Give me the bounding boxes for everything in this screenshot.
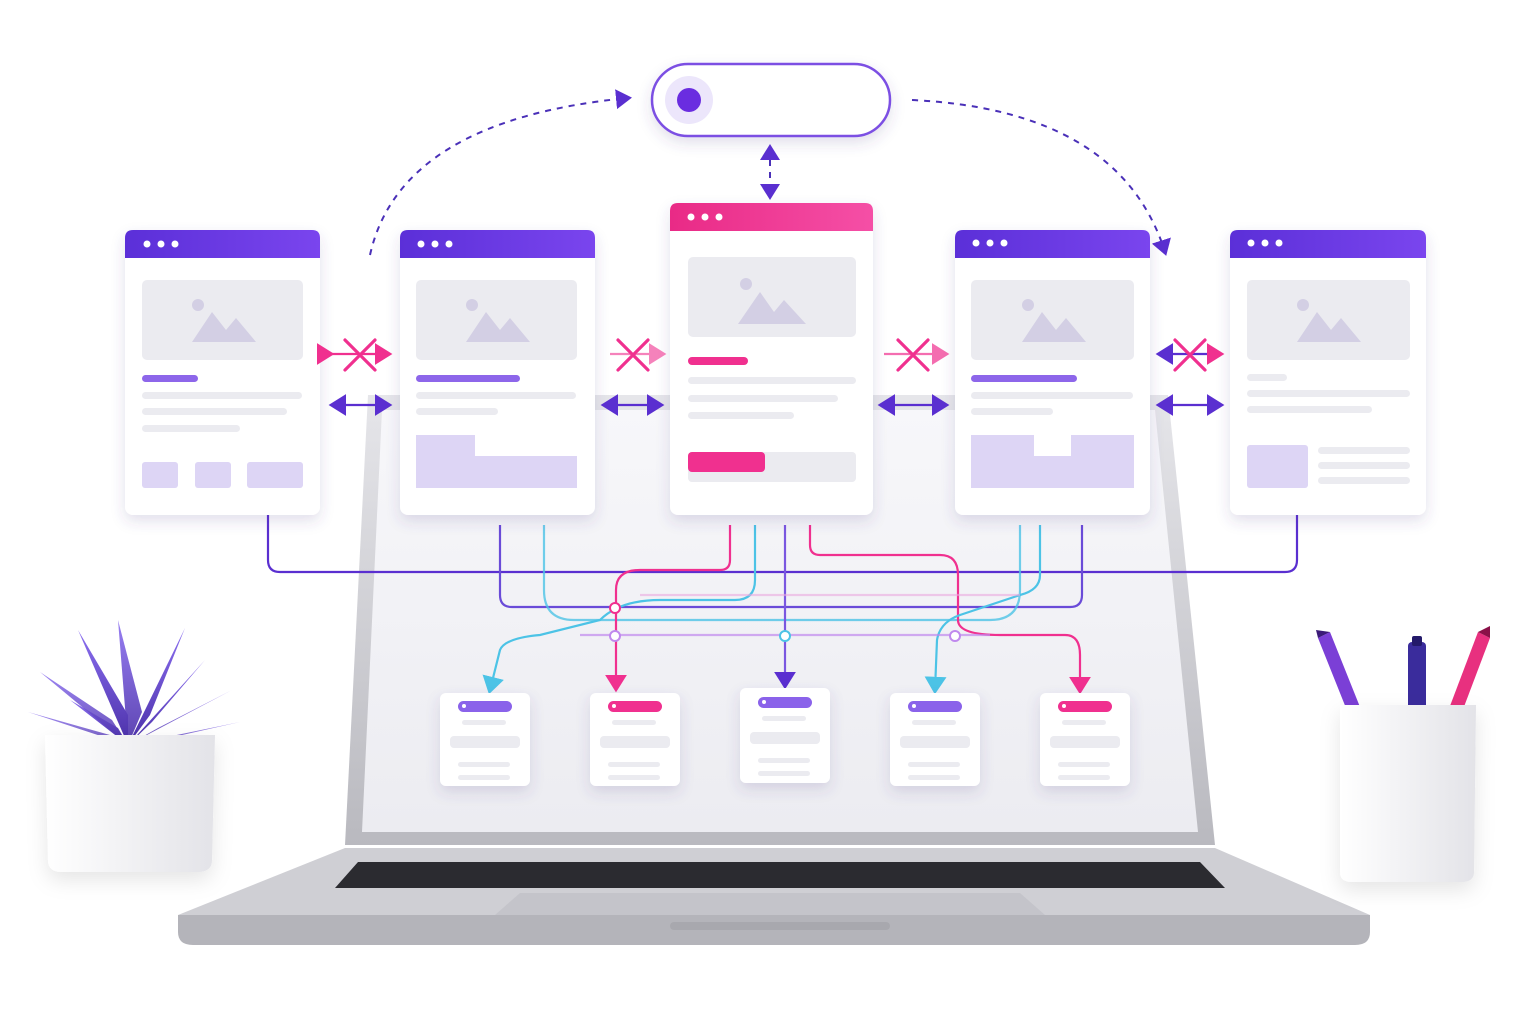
image-icon [1022,299,1086,342]
destination-cards [440,688,1130,786]
thumbnail [1247,445,1308,488]
button-placeholder[interactable] [195,462,231,488]
pen-holder [1316,626,1490,882]
laptop-notch [670,922,890,930]
succulent-icon [28,620,240,745]
top-toggle[interactable] [650,62,892,138]
destination-card-4[interactable] [890,693,980,786]
image-icon [738,278,806,324]
destination-card-3[interactable] [740,688,830,783]
image-icon [1297,299,1361,342]
destination-card-2[interactable] [590,693,680,786]
image-placeholder [688,257,856,337]
destination-card-5[interactable] [1040,693,1130,786]
laptop-keyboard [335,862,1225,888]
window-dots-icon [972,239,1008,247]
image-placeholder [416,280,577,360]
blocked-x-icon [616,338,650,372]
window-header [670,203,873,231]
window-header [125,230,320,258]
wireframe-card-right-1[interactable] [955,230,1150,515]
blocked-x-icon [343,338,377,372]
content-block [416,435,577,488]
content-block [971,435,1134,488]
window-dots-icon [687,213,723,221]
plant-pot [45,735,215,872]
blocked-x-icons [343,338,1207,372]
image-placeholder [971,280,1134,360]
window-dots-icon [417,240,453,248]
wireframe-card-right-2[interactable] [1230,230,1426,515]
dashed-arcs [369,89,1171,256]
laptop-trackpad [495,893,1045,915]
image-placeholder [142,280,303,360]
pink-pen-icon [1450,626,1490,712]
window-header [1230,230,1426,258]
navy-marker-icon [1408,636,1426,712]
wireframe-card-left-2[interactable] [400,230,595,515]
window-dots-icon [143,240,179,248]
blocked-x-icon [896,338,930,372]
cta-button[interactable] [688,452,765,472]
button-placeholder[interactable] [247,462,303,488]
junction-nodes [609,602,961,642]
pen-cup [1340,705,1476,882]
window-dots-icon [1247,239,1283,247]
purple-pen-icon [1316,630,1362,718]
image-icon [192,299,256,342]
destination-card-1[interactable] [440,693,530,786]
button-placeholder[interactable] [142,462,178,488]
wireframe-card-left-1[interactable] [125,230,320,515]
toggle-knob-icon [677,88,701,112]
image-placeholder [1247,280,1410,360]
blocked-x-icon [1173,338,1207,372]
wireframe-card-center[interactable] [670,203,873,515]
window-header [955,230,1150,258]
succulent-plant [28,620,240,872]
window-header [400,230,595,258]
image-icon [466,299,530,342]
